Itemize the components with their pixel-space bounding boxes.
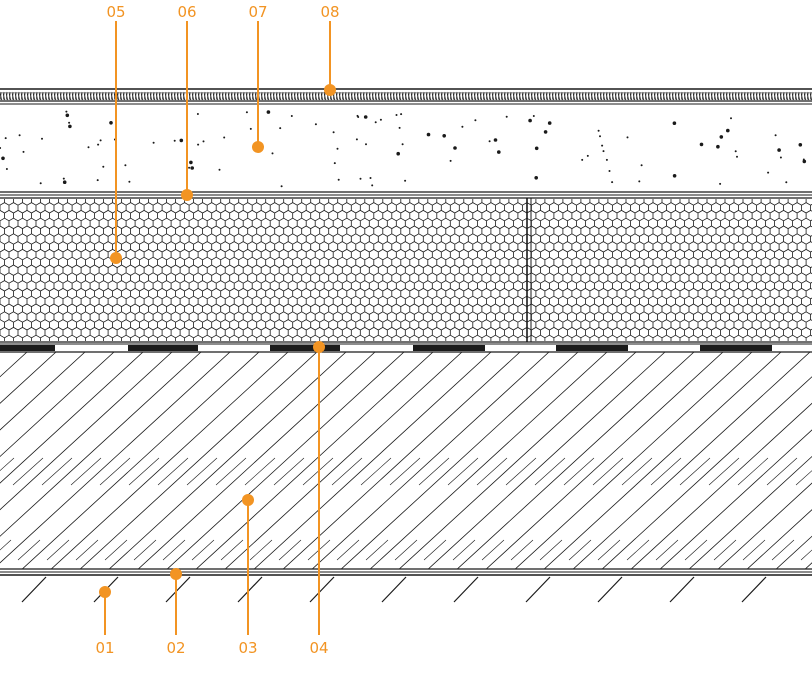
- insulation-layer: [0, 198, 812, 343]
- callout-marker: [313, 341, 325, 353]
- callout-02: 02: [166, 568, 186, 657]
- callout-03: 03: [238, 494, 258, 657]
- ground-hatch: [21, 576, 767, 603]
- callout-marker: [110, 252, 122, 264]
- callout-marker: [99, 586, 111, 598]
- screed-layer: [0, 110, 807, 188]
- callout-label: 06: [177, 3, 196, 21]
- callout-marker: [242, 494, 254, 506]
- separation-foil-layer: [0, 191, 812, 199]
- callout-06: 06: [177, 3, 197, 201]
- callouts: 01 02 03 04 05 06 07 08: [95, 3, 339, 657]
- bottom-layer: [0, 568, 812, 576]
- callout-marker: [324, 84, 336, 96]
- membrane-layer: [0, 343, 812, 353]
- callout-08: 08: [320, 3, 340, 96]
- callout-05: 05: [106, 3, 126, 264]
- callout-label: 07: [248, 3, 267, 21]
- top-finish-layer: [0, 88, 812, 105]
- callout-label: 02: [166, 639, 185, 657]
- callout-label: 05: [106, 3, 125, 21]
- callout-label: 04: [309, 639, 328, 657]
- callout-marker: [170, 568, 182, 580]
- callout-marker: [252, 141, 264, 153]
- callout-04: 04: [309, 341, 329, 657]
- callout-label: 08: [320, 3, 339, 21]
- callout-label: 03: [238, 639, 257, 657]
- callout-01: 01: [95, 586, 115, 657]
- callout-marker: [181, 189, 193, 201]
- concrete-slab-layer: [0, 352, 812, 569]
- callout-07: 07: [248, 3, 268, 153]
- callout-label: 01: [95, 639, 114, 657]
